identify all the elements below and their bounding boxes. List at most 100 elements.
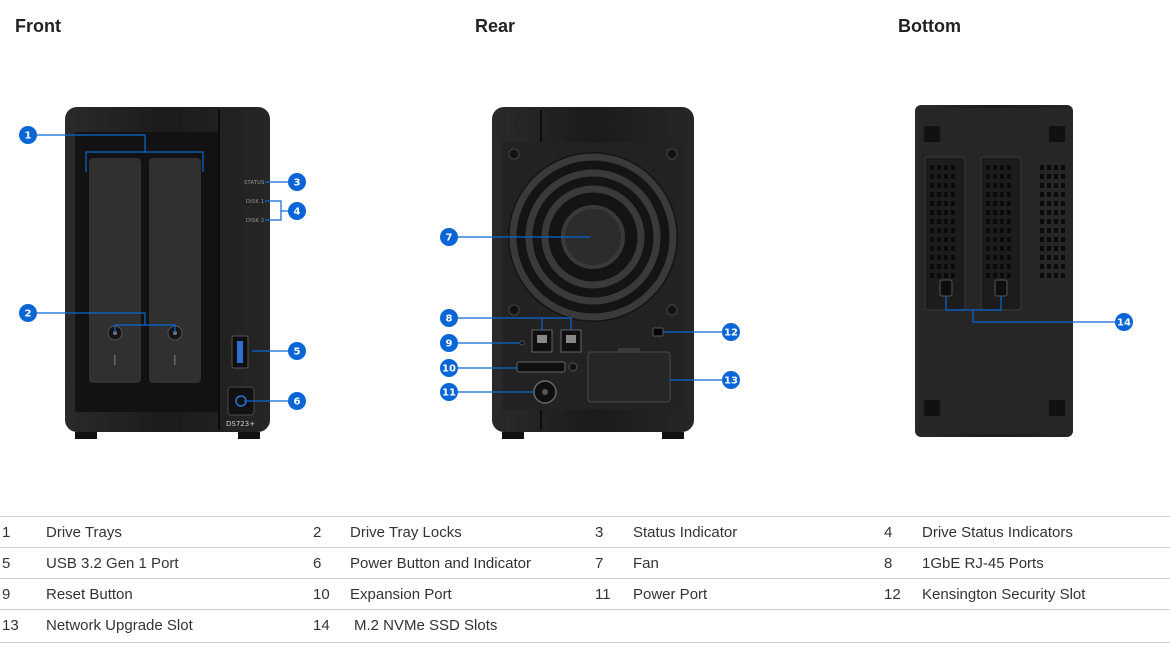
vent-slot [1000, 210, 1004, 215]
vent-slot [986, 264, 990, 269]
legend-label: Reset Button [46, 586, 133, 603]
vent-slot [1061, 201, 1065, 206]
svg-text:9: 9 [446, 339, 453, 350]
component-legend: 1 Drive Trays 2 Drive Tray Locks 3 Statu… [0, 516, 1170, 643]
vent-slot [993, 183, 997, 188]
vent-slot [951, 183, 955, 188]
svg-text:13: 13 [724, 376, 738, 387]
callout-9: 9 [440, 334, 458, 352]
vent-slot [1054, 183, 1058, 188]
screw-icon [666, 304, 678, 316]
vent-slot [986, 201, 990, 206]
front-leader-lines [28, 134, 297, 402]
legend-number: 4 [884, 524, 893, 541]
vent-slot [930, 264, 934, 269]
callout-14: 14 [1115, 313, 1133, 331]
callout-10: 10 [440, 359, 458, 377]
front-foot [75, 432, 97, 439]
vent-slot [986, 273, 990, 278]
legend-number: 13 [2, 617, 19, 634]
vent-slot [944, 246, 948, 251]
callout-1: 1 [19, 126, 37, 144]
vent-slot [1007, 219, 1011, 224]
vent-slot [1040, 183, 1044, 188]
rear-foot [502, 432, 524, 439]
vent-slot [993, 264, 997, 269]
legend-number: 3 [595, 524, 604, 541]
vent-slot [1054, 228, 1058, 233]
svg-text:3: 3 [294, 178, 301, 189]
drive-tray-2[interactable] [149, 158, 201, 383]
legend-number: 6 [313, 555, 322, 572]
m2-slot-latch-1[interactable] [939, 279, 953, 297]
vent-slot [1061, 264, 1065, 269]
vent-slot [993, 273, 997, 278]
vent-slot [1007, 264, 1011, 269]
vent-slot [944, 255, 948, 260]
vent-slot [944, 264, 948, 269]
vent-slot [1054, 201, 1058, 206]
rear-foot [662, 432, 684, 439]
vent-slot [1061, 183, 1065, 188]
callout-12: 12 [722, 323, 740, 341]
disk2-led-label: DISK 2 [246, 218, 264, 224]
vent-slot [937, 192, 941, 197]
legend-label: M.2 NVMe SSD Slots [354, 617, 498, 634]
vent-slot [930, 201, 934, 206]
vent-slot [993, 174, 997, 179]
legend-label: Network Upgrade Slot [46, 617, 193, 634]
screw-icon [508, 148, 520, 160]
screw-icon [508, 304, 520, 316]
vent-slot [951, 273, 955, 278]
kensington-slot[interactable] [652, 327, 664, 337]
network-upgrade-slot[interactable] [587, 351, 671, 403]
vent-slot [930, 183, 934, 188]
vent-slot [993, 192, 997, 197]
expansion-port[interactable] [516, 361, 566, 373]
callout-5: 5 [288, 342, 306, 360]
legend-label: USB 3.2 Gen 1 Port [46, 555, 179, 572]
callout-3: 3 [288, 173, 306, 191]
vent-slot [951, 210, 955, 215]
legend-number: 7 [595, 555, 604, 572]
drive-tray-1[interactable] [89, 158, 141, 383]
vent-slot [930, 192, 934, 197]
m2-slot-latch-2[interactable] [994, 279, 1008, 297]
vent-slot [1047, 246, 1051, 251]
vent-slot [930, 228, 934, 233]
svg-text:12: 12 [724, 328, 738, 339]
vent-slot [1000, 237, 1004, 242]
disk1-led-label: DISK 1 [246, 199, 264, 205]
power-pin [542, 389, 548, 395]
status-led-label: STATUS [244, 180, 265, 186]
vent-slot [986, 228, 990, 233]
vent-slot [1047, 174, 1051, 179]
vent-slot [986, 192, 990, 197]
vent-slot [1007, 228, 1011, 233]
vent-slot [930, 273, 934, 278]
legend-label: Expansion Port [350, 586, 452, 603]
vent-slot [930, 165, 934, 170]
tray-mark [114, 355, 116, 365]
vent-slot [1047, 273, 1051, 278]
vent-slot [944, 273, 948, 278]
usb-port-insert [237, 341, 243, 363]
vent-slot [1007, 183, 1011, 188]
legend-row: 5 USB 3.2 Gen 1 Port 6 Power Button and … [0, 547, 1170, 578]
vent-slot [937, 273, 941, 278]
vent-slot [986, 174, 990, 179]
vent-slot [1061, 237, 1065, 242]
reset-button[interactable] [519, 340, 525, 346]
legend-label: Kensington Security Slot [922, 586, 1086, 603]
vent-slot [1000, 192, 1004, 197]
svg-text:5: 5 [294, 347, 301, 358]
vent-slot [1047, 255, 1051, 260]
vent-slot [944, 192, 948, 197]
vent-slot [951, 228, 955, 233]
vent-slot [930, 237, 934, 242]
vent-slot [1061, 219, 1065, 224]
vent-slot [951, 255, 955, 260]
callout-4: 4 [288, 202, 306, 220]
slot-latch [618, 348, 640, 353]
vent-slot [1047, 183, 1051, 188]
